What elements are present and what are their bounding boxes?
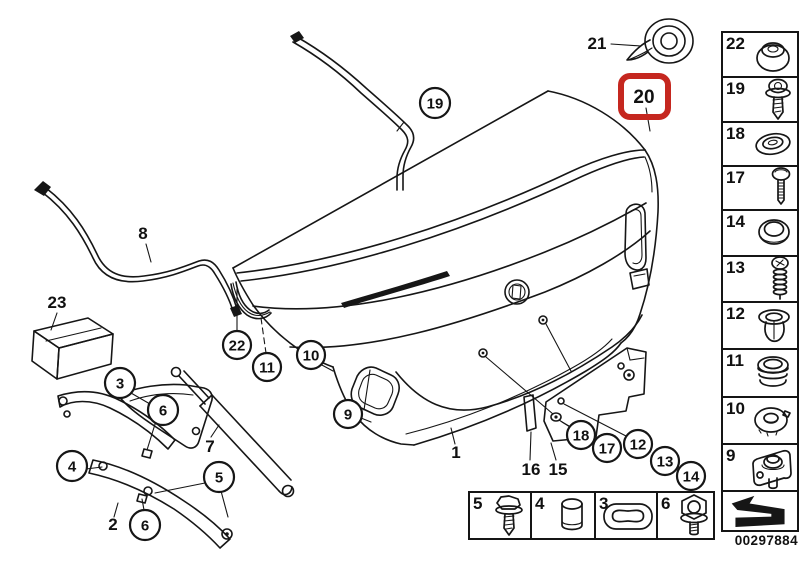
callout-5[interactable]: 5 — [202, 460, 236, 494]
svg-text:11: 11 — [259, 360, 275, 377]
screw-with-washer-icon — [765, 78, 791, 120]
legend-direction-cell[interactable] — [723, 492, 797, 530]
legend-item-19[interactable]: 19 — [723, 78, 797, 123]
ribbed-buffer-icon — [757, 356, 789, 387]
label-7[interactable]: 7 — [205, 437, 214, 456]
legend-number: 10 — [726, 399, 745, 418]
screw-with-spring-icon — [771, 256, 789, 300]
legend-number: 12 — [726, 304, 745, 323]
svg-text:3: 3 — [116, 376, 124, 393]
callout-3[interactable]: 3 — [103, 366, 137, 400]
release-cable-drawing — [34, 181, 242, 317]
svg-text:6: 6 — [141, 518, 149, 535]
pan-head-screw-icon — [771, 167, 791, 205]
bracket-buffer-icon — [752, 449, 792, 489]
svg-text:22: 22 — [229, 338, 246, 355]
expanding-rivet-icon — [758, 308, 790, 342]
sealing-plug-icon — [756, 41, 790, 72]
strip-number: 5 — [473, 494, 483, 513]
svg-text:12: 12 — [630, 437, 647, 454]
label-20: 20 — [633, 87, 654, 108]
strip-number: 3 — [599, 494, 609, 513]
callout-10[interactable]: 10 — [295, 339, 327, 371]
svg-text:9: 9 — [344, 407, 352, 424]
svg-text:14: 14 — [683, 469, 700, 486]
filler-bracket-drawing — [523, 347, 647, 442]
label-2[interactable]: 2 — [108, 515, 117, 534]
svg-text:17: 17 — [599, 441, 616, 458]
legend-item-9[interactable]: 9 — [723, 445, 797, 492]
label-8[interactable]: 8 — [138, 224, 147, 243]
round-cap-icon — [758, 219, 790, 245]
legend-item-11[interactable]: 11 — [723, 350, 797, 398]
highlighted-callout-20[interactable]: 20 — [618, 73, 671, 120]
tape-roll-drawing — [626, 18, 694, 64]
hex-flange-nut-icon — [680, 493, 708, 535]
svg-text:4: 4 — [68, 459, 77, 476]
legend-number: 14 — [726, 212, 745, 231]
legend-sidebar: 22 19 18 — [721, 31, 799, 532]
strip-number: 4 — [535, 494, 545, 513]
callout-9[interactable]: 9 — [332, 398, 364, 430]
callout-4[interactable]: 4 — [55, 449, 89, 483]
kit-box-drawing — [31, 317, 114, 380]
fastener-strip: 5 4 3 6 — [468, 491, 715, 540]
callout-18[interactable]: 18 — [565, 419, 597, 451]
strip-item-3[interactable]: 3 — [596, 493, 658, 538]
legend-item-12[interactable]: 12 — [723, 303, 797, 350]
callout-6b[interactable]: 6 — [128, 508, 162, 542]
seal-strip-drawing — [290, 31, 415, 191]
strip-item-4[interactable]: 4 — [532, 493, 596, 538]
label-1[interactable]: 1 — [451, 443, 460, 462]
callout-14[interactable]: 14 — [675, 460, 707, 492]
oval-gasket-icon — [603, 502, 653, 530]
legend-number: 11 — [726, 351, 744, 370]
image-part-number: 00297884 — [734, 533, 798, 548]
legend-number: 9 — [726, 446, 736, 465]
legend-item-17[interactable]: 17 — [723, 167, 797, 211]
callout-19[interactable]: 19 — [418, 86, 452, 120]
legend-item-13[interactable]: 13 — [723, 256, 797, 303]
callout-12[interactable]: 12 — [622, 428, 654, 460]
legend-number: 13 — [726, 258, 745, 277]
highlight-box — [618, 73, 671, 120]
leader-lines — [50, 43, 651, 518]
legend-item-10[interactable]: 10 — [723, 398, 797, 445]
legend-number: 22 — [726, 34, 745, 53]
legend-number: 19 — [726, 79, 745, 98]
rubber-buffer-icon — [561, 497, 583, 530]
svg-text:10: 10 — [303, 348, 320, 365]
label-23[interactable]: 23 — [48, 293, 67, 312]
svg-text:6: 6 — [159, 403, 167, 420]
label-15[interactable]: 15 — [549, 460, 568, 479]
svg-text:5: 5 — [215, 470, 223, 487]
gas-strut-drawing — [170, 366, 295, 498]
direction-arrow-icon — [731, 495, 785, 528]
label-16[interactable]: 16 — [522, 460, 541, 479]
strip-item-5[interactable]: 5 — [470, 493, 532, 538]
oval-grommet-icon — [755, 132, 791, 156]
notched-grommet-icon — [754, 406, 791, 437]
label-21[interactable]: 21 — [588, 34, 607, 53]
strip-number: 6 — [661, 494, 671, 513]
callout-13[interactable]: 13 — [649, 445, 681, 477]
callout-22[interactable]: 22 — [221, 329, 253, 361]
trunk-lid-drawing — [232, 90, 659, 446]
strip-item-6[interactable]: 6 — [658, 493, 713, 538]
legend-number: 18 — [726, 124, 745, 143]
callout-11[interactable]: 11 — [251, 351, 283, 383]
callout-17[interactable]: 17 — [591, 432, 623, 464]
legend-item-22[interactable]: 22 — [723, 33, 797, 78]
legend-item-18[interactable]: 18 — [723, 123, 797, 167]
hex-screw-icon — [495, 494, 523, 536]
svg-text:19: 19 — [427, 96, 444, 113]
corner-seal-drawing — [230, 281, 272, 320]
callout-6a[interactable]: 6 — [146, 393, 180, 427]
svg-text:13: 13 — [657, 454, 674, 471]
legend-item-14[interactable]: 14 — [723, 211, 797, 257]
legend-number: 17 — [726, 168, 745, 187]
svg-text:18: 18 — [573, 428, 590, 445]
